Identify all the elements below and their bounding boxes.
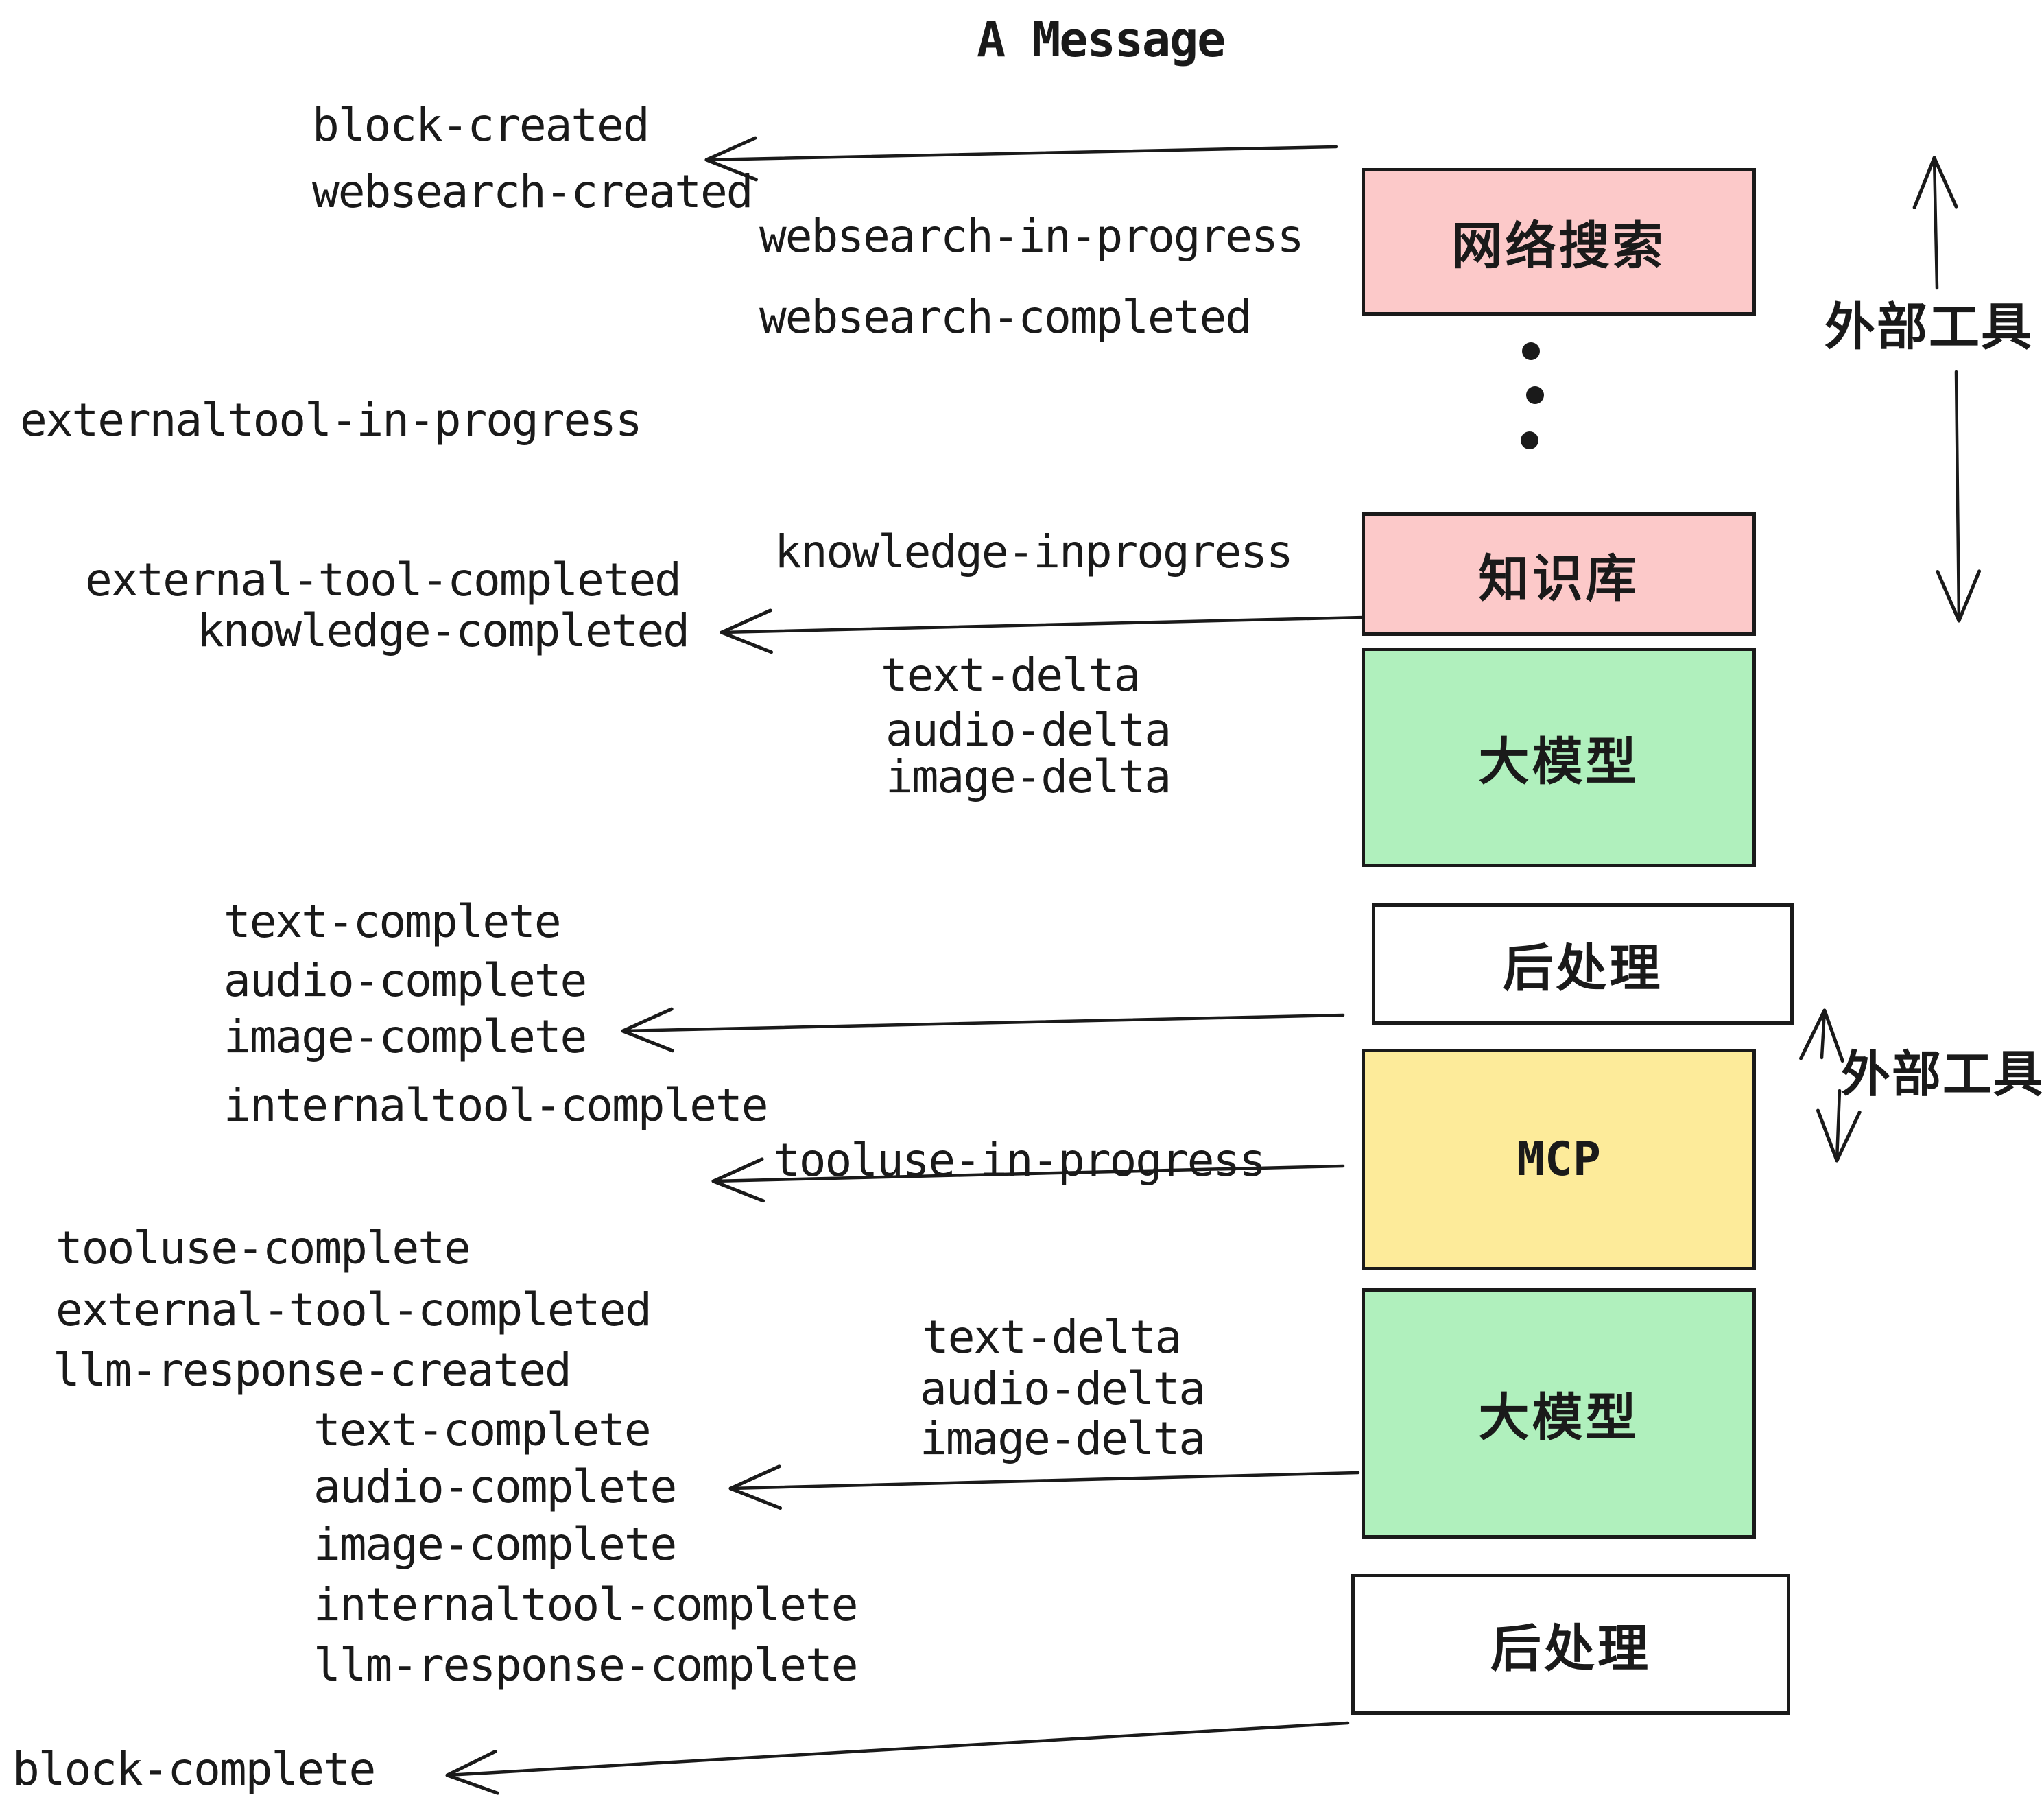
event-internaltool-complete-1: internaltool-complete [224,1079,768,1132]
event-audio-complete-2: audio-complete [313,1460,677,1513]
box-llm-2: 大模型 [1362,1288,1756,1539]
event-audio-delta-1: audio-delta [886,704,1172,757]
event-internaltool-complete-2: internaltool-complete [313,1578,858,1631]
arrow-to-audio-complete-2 [728,1464,1360,1510]
ellipsis-dot [1522,342,1540,360]
ellipsis-dot [1526,386,1544,404]
event-external-tool-completed-2: external-tool-completed [56,1283,652,1336]
event-external-tool-completed-1: external-tool-completed [85,554,682,606]
event-tooluse-complete: tooluse-complete [56,1222,471,1274]
bracket-1-up-arrow [1912,156,1958,290]
event-audio-delta-2: audio-delta [920,1362,1206,1415]
annotation-external-tools-2: 外部工具 [1841,1045,2044,1103]
event-websearch-completed: websearch-completed [759,291,1252,344]
arrow-to-external-tool-completed [711,1157,1345,1203]
event-knowledge-inprogress: knowledge-inprogress [774,525,1294,578]
event-text-delta-1: text-delta [881,649,1141,702]
box-postprocess-1: 后处理 [1372,903,1794,1025]
event-image-complete-2: image-complete [313,1518,677,1571]
box-websearch: 网络搜索 [1362,168,1756,316]
arrow-to-websearch-created [704,136,1338,182]
box-postprocess-2: 后处理 [1351,1574,1790,1715]
box-mcp: MCP [1362,1049,1756,1270]
event-llm-response-created: llm-response-created [53,1344,572,1397]
event-text-delta-2: text-delta [922,1311,1182,1364]
event-knowledge-completed: knowledge-completed [197,604,690,657]
event-websearch-in-progress: websearch-in-progress [759,210,1304,263]
page-title: A Message [977,12,1226,68]
event-block-complete: block-complete [12,1743,376,1796]
event-llm-response-complete: llm-response-complete [313,1639,858,1692]
event-image-complete-1: image-complete [224,1010,587,1063]
box-llm-1: 大模型 [1362,648,1756,867]
event-audio-complete-1: audio-complete [224,954,587,1007]
arrow-to-knowledge-completed [720,608,1366,654]
arrow-to-image-complete-1 [621,1007,1345,1053]
event-image-delta-1: image-delta [886,750,1172,803]
event-image-delta-2: image-delta [920,1412,1206,1465]
bracket-2-down-arrow [1816,1089,1862,1163]
event-text-complete-1: text-complete [224,895,562,948]
bracket-1-down-arrow [1936,370,1982,623]
box-knowledge: 知识库 [1362,512,1756,636]
event-websearch-created: websearch-created [312,165,754,218]
arrow-to-block-complete [445,1721,1350,1795]
ellipsis-dot [1521,431,1538,449]
annotation-external-tools-1: 外部工具 [1825,298,2033,357]
event-tooluse-in-progress: tooluse-in-progress [773,1134,1266,1187]
event-externaltool-in-progress: externaltool-in-progress [20,394,643,447]
event-block-created: block-created [312,99,650,152]
bracket-2-up-arrow [1799,1008,1844,1063]
event-text-complete-2: text-complete [313,1403,652,1456]
